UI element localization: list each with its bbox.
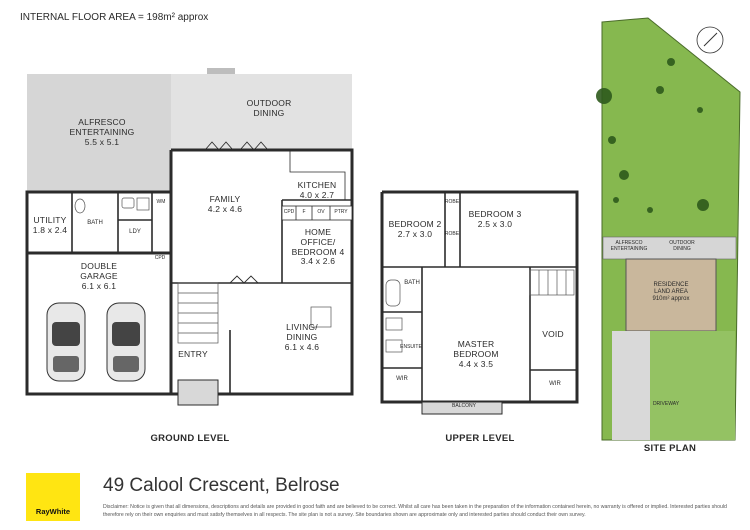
floor-area-title: INTERNAL FLOOR AREA = 198m² approx: [20, 12, 209, 23]
site-outdoor-label: OUTDOOR DINING: [669, 240, 695, 252]
alfresco-size: 5.5 x 5.1: [84, 136, 120, 147]
bedroom-2-size: 2.7 x 3.0: [397, 228, 433, 239]
garage-size: 6.1 x 6.1: [81, 280, 117, 291]
office-name: HOME OFFICE/ BEDROOM 4: [291, 227, 345, 257]
void-label: VOID: [542, 329, 564, 339]
fridge-label: F: [302, 209, 306, 215]
site-plan-title: SITE PLAN: [643, 443, 697, 454]
disclaimer-text: Disclaimer: Notice is given that all dim…: [103, 504, 727, 518]
upper-bath-label: BATH: [404, 280, 420, 286]
car-icon-2: [106, 302, 146, 382]
alfresco-paving: [27, 74, 171, 192]
wir-label-2: WIR: [549, 381, 561, 387]
bedroom-3-size: 2.5 x 3.0: [477, 218, 513, 229]
property-address: 49 Calool Crescent, Belrose: [103, 475, 340, 496]
balcony-label: BALCONY: [452, 403, 476, 409]
wir-label-1: WIR: [396, 376, 408, 382]
garage-name: DOUBLE GARAGE: [80, 261, 118, 281]
ensuite-label: ENSUITE: [400, 344, 422, 350]
oven-label: OV: [317, 209, 325, 215]
living-size: 6.1 x 4.6: [284, 341, 320, 352]
balcony-deck: [421, 401, 503, 415]
robe-label-2: ROBE: [444, 231, 460, 237]
car-icon-1: [46, 302, 86, 382]
upper-level-title: UPPER LEVEL: [445, 433, 515, 444]
cpd-kitchen-label: CPD: [283, 209, 295, 215]
living-name: LIVING/ DINING: [286, 322, 318, 342]
kitchen-name: KITCHEN: [297, 180, 337, 190]
robe-label-1: ROBE: [444, 199, 460, 205]
office-size: 3.4 x 2.6: [300, 256, 336, 267]
utility-size: 1.8 x 2.4: [32, 224, 68, 235]
ground-level-plan: [25, 17, 741, 441]
steps-top: [207, 68, 235, 74]
alfresco-name: ALFRESCO ENTERTAINING: [69, 117, 135, 137]
driveway-label: DRIVEWAY: [652, 401, 680, 407]
bedroom-3-name: BEDROOM 3: [468, 209, 522, 219]
site-alfresco-label: ALFRESCO ENTERTAINING: [610, 240, 648, 252]
cpd-label: CPD: [154, 255, 166, 261]
land-area: 910m² approx: [652, 295, 690, 302]
master-name: MASTER BEDROOM: [453, 339, 499, 359]
compass-icon: [696, 26, 724, 54]
outdoor-dining-paving: [171, 74, 352, 149]
family-name: FAMILY: [209, 194, 241, 204]
logo-text: RayWhite: [35, 507, 71, 516]
pantry-label: PTRY: [334, 209, 348, 215]
bedroom-2-name: BEDROOM 2: [388, 219, 442, 229]
wm-label: WM: [156, 199, 166, 205]
master-size: 4.4 x 3.5: [458, 358, 494, 369]
ground-level-title: GROUND LEVEL: [150, 433, 230, 444]
family-size: 4.2 x 4.6: [207, 203, 243, 214]
kitchen-size: 4.0 x 2.7: [299, 189, 335, 200]
raywhite-logo: RayWhite: [26, 473, 80, 521]
tree-icon: [596, 88, 612, 104]
residence-footprint: [625, 258, 717, 332]
bath-label: BATH: [87, 220, 103, 226]
entry-label: ENTRY: [178, 349, 208, 359]
utility-name: UTILITY: [33, 215, 67, 225]
outdoor-dining-label: OUTDOOR DINING: [246, 98, 292, 118]
residence-name: RESIDENCE LAND AREA: [653, 282, 689, 295]
laundry-label: LDY: [129, 229, 141, 235]
